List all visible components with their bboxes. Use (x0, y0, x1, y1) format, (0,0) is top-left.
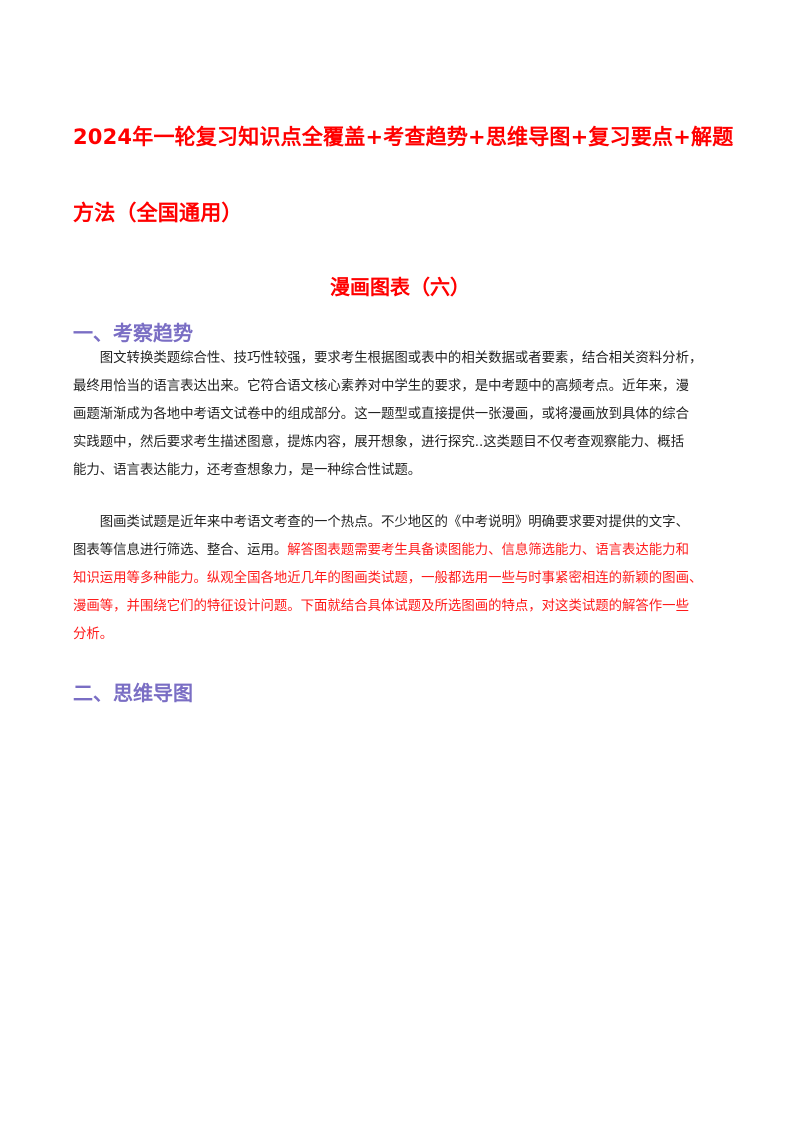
paragraph-line: 最终用恰当的语言表达出来。它符合语文核心素养对中学生的要求，是中考题中的高频考点… (73, 379, 689, 394)
highlighted-text: 解答图表题需要考生具备读图能力、信息筛选能力、语言表达能力和 (287, 543, 689, 558)
document-subtitle: 漫画图表（六） (330, 275, 470, 299)
highlighted-line: 知识运用等多种能力。纵观全国各地近几年的图画类试题，一般都选用一些与时事紧密相连… (73, 571, 703, 586)
paragraph-line: 画题渐渐成为各地中考语文试卷中的组成部分。这一题型或直接提供一张漫画，或将漫画放… (73, 407, 689, 422)
paragraph-trends-2: 图画类试题是近年来中考语文考查的一个热点。不少地区的《中考说明》明确要求要对提供… (73, 509, 730, 649)
paragraph-trends-1: 图文转换类题综合性、技巧性较强，要求考生根据图或表中的相关数据或者要素，结合相关… (73, 345, 730, 485)
section-heading-mind-map: 二、思维导图 (73, 681, 193, 705)
highlighted-line: 分析。 (73, 627, 114, 642)
paragraph-line: 实践题中，然后要求考生描述图意，提炼内容，展开想象，进行探究..这类题目不仅考查… (73, 435, 685, 450)
paragraph-line-mixed: 图表等信息进行筛选、整合、运用。解答图表题需要考生具备读图能力、信息筛选能力、语… (73, 537, 730, 565)
document-title-line-1: 2024年一轮复习知识点全覆盖+考查趋势+思维导图+复习要点+解题 (73, 125, 734, 149)
paragraph-line: 图文转换类题综合性、技巧性较强，要求考生根据图或表中的相关数据或者要素，结合相关… (73, 351, 703, 366)
paragraph-line: 能力、语言表达能力，还考查想象力，是一种综合性试题。 (73, 463, 422, 478)
section-heading-trends: 一、考察趋势 (73, 321, 193, 345)
document-title-line-2: 方法（全国通用） (73, 201, 243, 225)
paragraph-text: 图表等信息进行筛选、整合、运用。 (73, 543, 288, 558)
highlighted-line: 漫画等，并围绕它们的特征设计问题。下面就结合具体试题及所选图画的特点，对这类试题… (73, 599, 689, 614)
paragraph-line: 图画类试题是近年来中考语文考查的一个热点。不少地区的《中考说明》明确要求要对提供… (73, 515, 689, 530)
